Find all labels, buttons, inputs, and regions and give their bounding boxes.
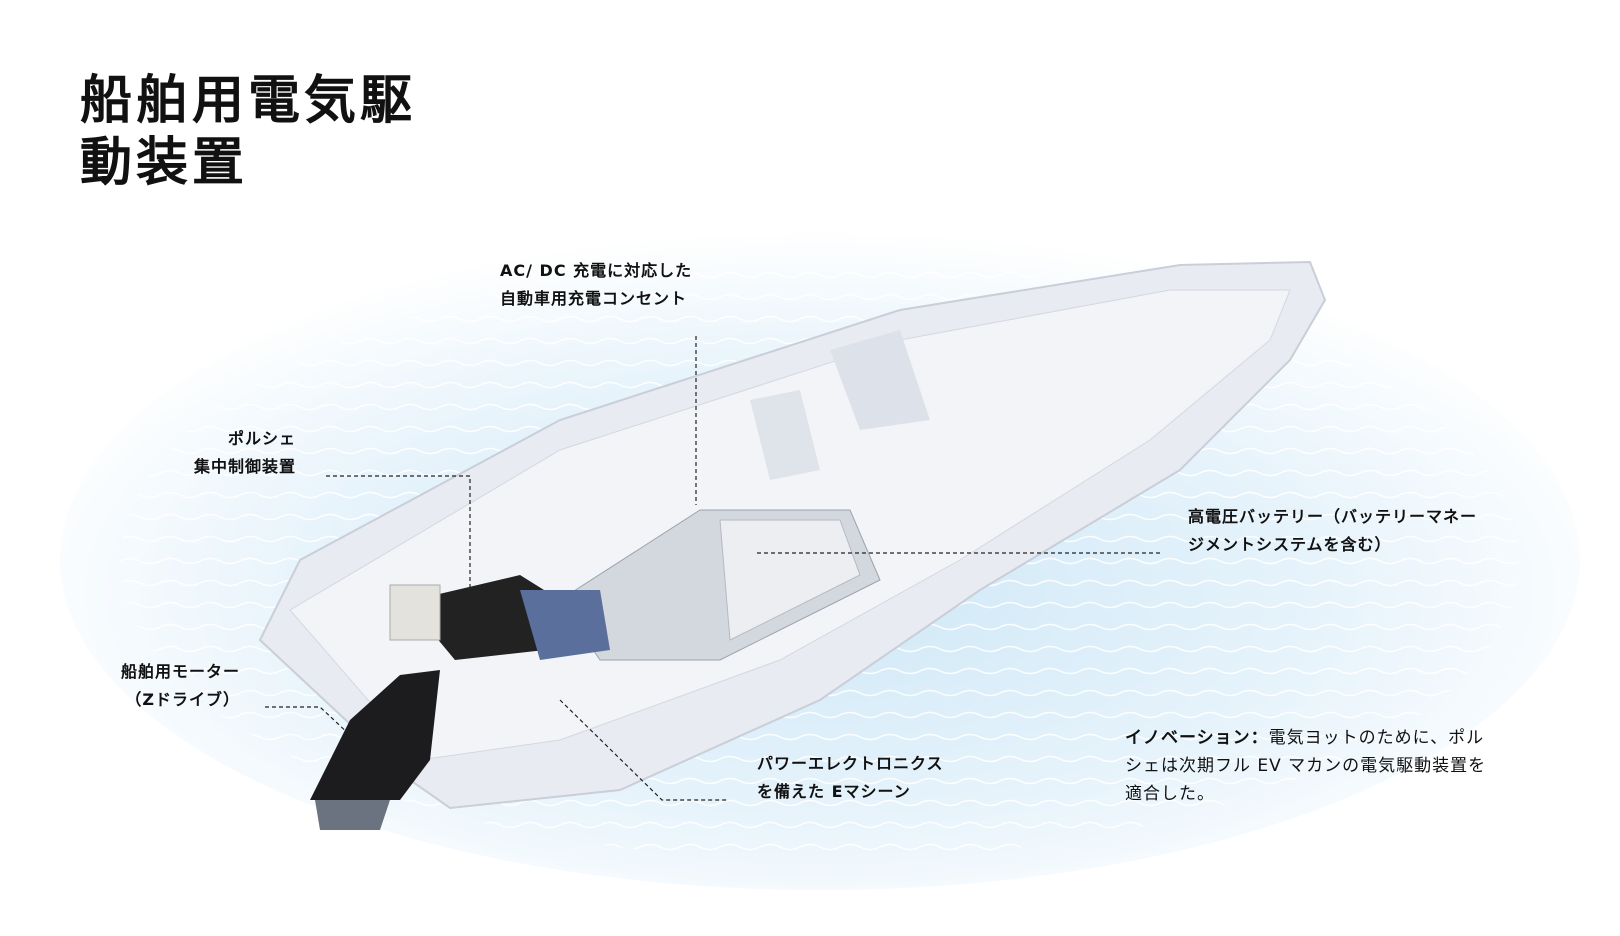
label-line: 高電圧バッテリー（バッテリーマネー [1188, 507, 1478, 526]
caption: イノベーション：電気ヨットのために、ポル シェは次期フル EV マカンの電気駆動… [1125, 724, 1486, 808]
drivetrain [310, 509, 881, 830]
page-title: 船舶用電気駆 動装置 [80, 70, 416, 194]
label-line: ジメントシステムを含む） [1188, 535, 1392, 554]
label-charging-socket: AC/ DC 充電に対応した 自動車用充電コンセント [500, 257, 692, 313]
caption-line: 適合した。 [1125, 784, 1215, 804]
label-line: パワーエレクトロニクス [757, 754, 944, 773]
title-line: 動装置 [80, 133, 249, 193]
label-line: ポルシェ [227, 429, 296, 448]
z-drive [310, 670, 440, 800]
caption-line: シェは次期フル EV マカンの電気駆動装置を [1125, 756, 1487, 776]
label-battery: 高電圧バッテリー（バッテリーマネー ジメントシステムを含む） [1188, 503, 1477, 559]
label-line: 自動車用充電コンセント [500, 289, 688, 308]
label-central-control: ポルシェ 集中制御装置 [194, 425, 296, 481]
label-line: 集中制御装置 [193, 457, 296, 476]
label-line: を備えた Eマシーン [757, 782, 911, 801]
label-line: 船舶用モーター [120, 662, 240, 681]
label-e-machine: パワーエレクトロニクス を備えた Eマシーン [757, 750, 944, 806]
caption-lead: イノベーション： [1125, 728, 1269, 748]
caption-line: 電気ヨットのために、ポル [1268, 728, 1485, 748]
label-line: AC/ DC 充電に対応した [500, 261, 693, 280]
label-line: （Zドライブ） [125, 690, 240, 709]
title-line: 船舶用電気駆 [80, 71, 417, 131]
label-marine-motor: 船舶用モーター （Zドライブ） [121, 658, 240, 714]
leader-lines [265, 336, 1160, 801]
